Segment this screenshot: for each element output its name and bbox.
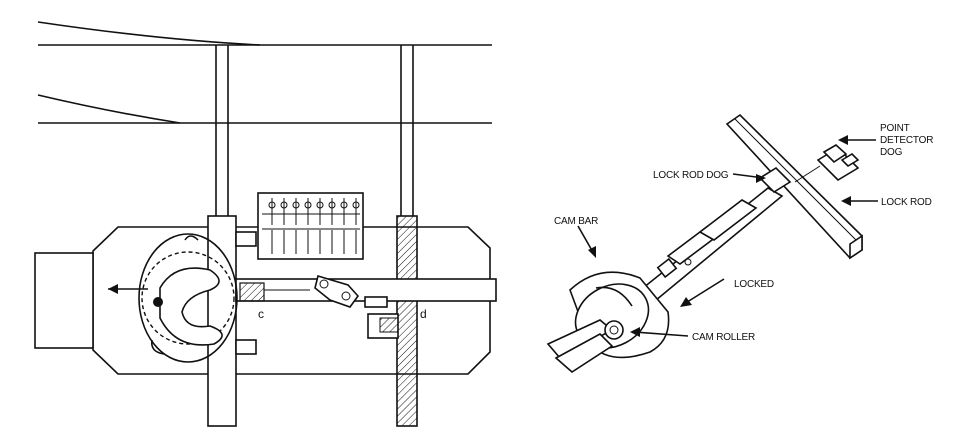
lock-dog — [364, 296, 399, 339]
cam-wheel — [138, 233, 238, 363]
label-locked: LOCKED — [734, 279, 774, 290]
point-machine-plan-diagram: c d — [34, 21, 497, 427]
label-arrows — [577, 135, 878, 337]
point-detector-dog — [794, 144, 860, 183]
crank-link — [314, 274, 360, 308]
direction-arrow — [108, 284, 148, 294]
stretcher-rods — [215, 45, 414, 216]
detector-contacts — [257, 192, 364, 260]
label-lock-rod: LOCK ROD — [881, 197, 932, 208]
motor-block — [34, 252, 94, 349]
connecting-bar — [626, 187, 784, 311]
lock-mechanism-diagram: POINT DETECTOR DOG LOCK ROD DOG LOCK ROD… — [546, 113, 936, 374]
label-c: c — [258, 307, 264, 321]
cam-roller-dot — [153, 297, 163, 307]
label-lock-rod-dog: LOCK ROD DOG — [653, 170, 729, 181]
label-d: d — [420, 307, 427, 321]
lock-rod-dog — [758, 166, 792, 194]
cam-roller — [604, 320, 624, 340]
rails — [37, 21, 492, 124]
label-cam-roller: CAM ROLLER — [692, 332, 755, 343]
contact-pins — [268, 198, 360, 254]
label-point-detector-dog: POINT DETECTOR DOG — [880, 123, 936, 158]
label-cam-bar: CAM BAR — [554, 216, 598, 227]
detection-rod — [396, 215, 418, 427]
lock-rod — [725, 113, 863, 260]
